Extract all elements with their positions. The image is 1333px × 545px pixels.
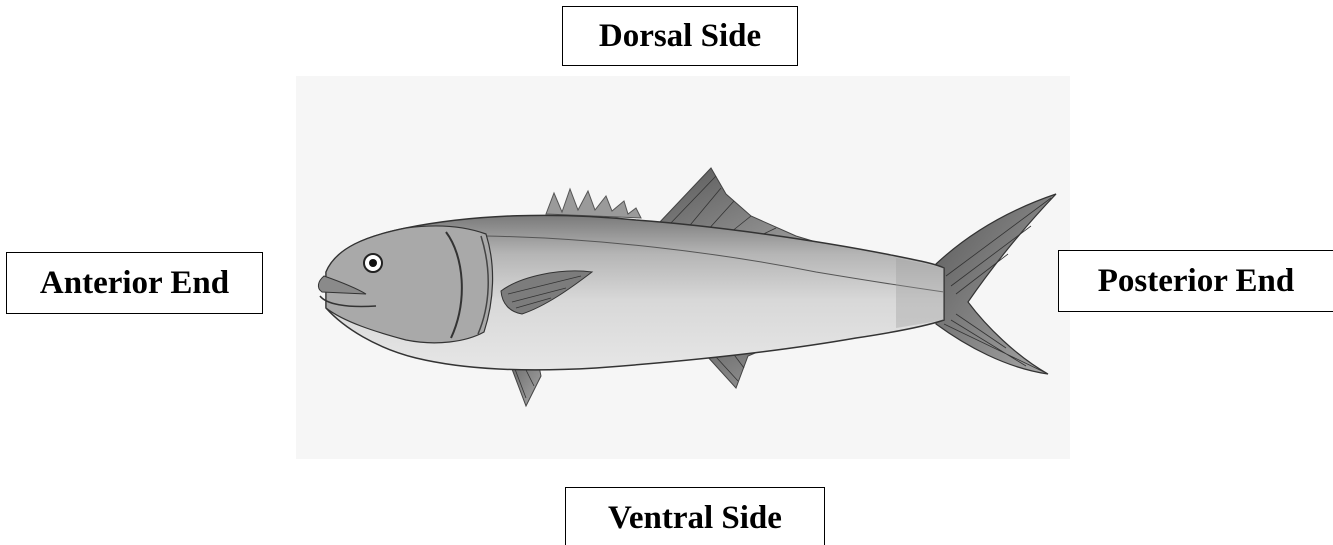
anterior-end-label: Anterior End bbox=[6, 252, 263, 314]
ventral-side-label: Ventral Side bbox=[565, 487, 825, 545]
posterior-end-label: Posterior End bbox=[1058, 250, 1333, 312]
spiny-dorsal-fin bbox=[546, 189, 641, 218]
fish-illustration bbox=[296, 76, 1070, 459]
dorsal-side-label: Dorsal Side bbox=[562, 6, 798, 66]
tail-fin bbox=[936, 194, 1056, 374]
